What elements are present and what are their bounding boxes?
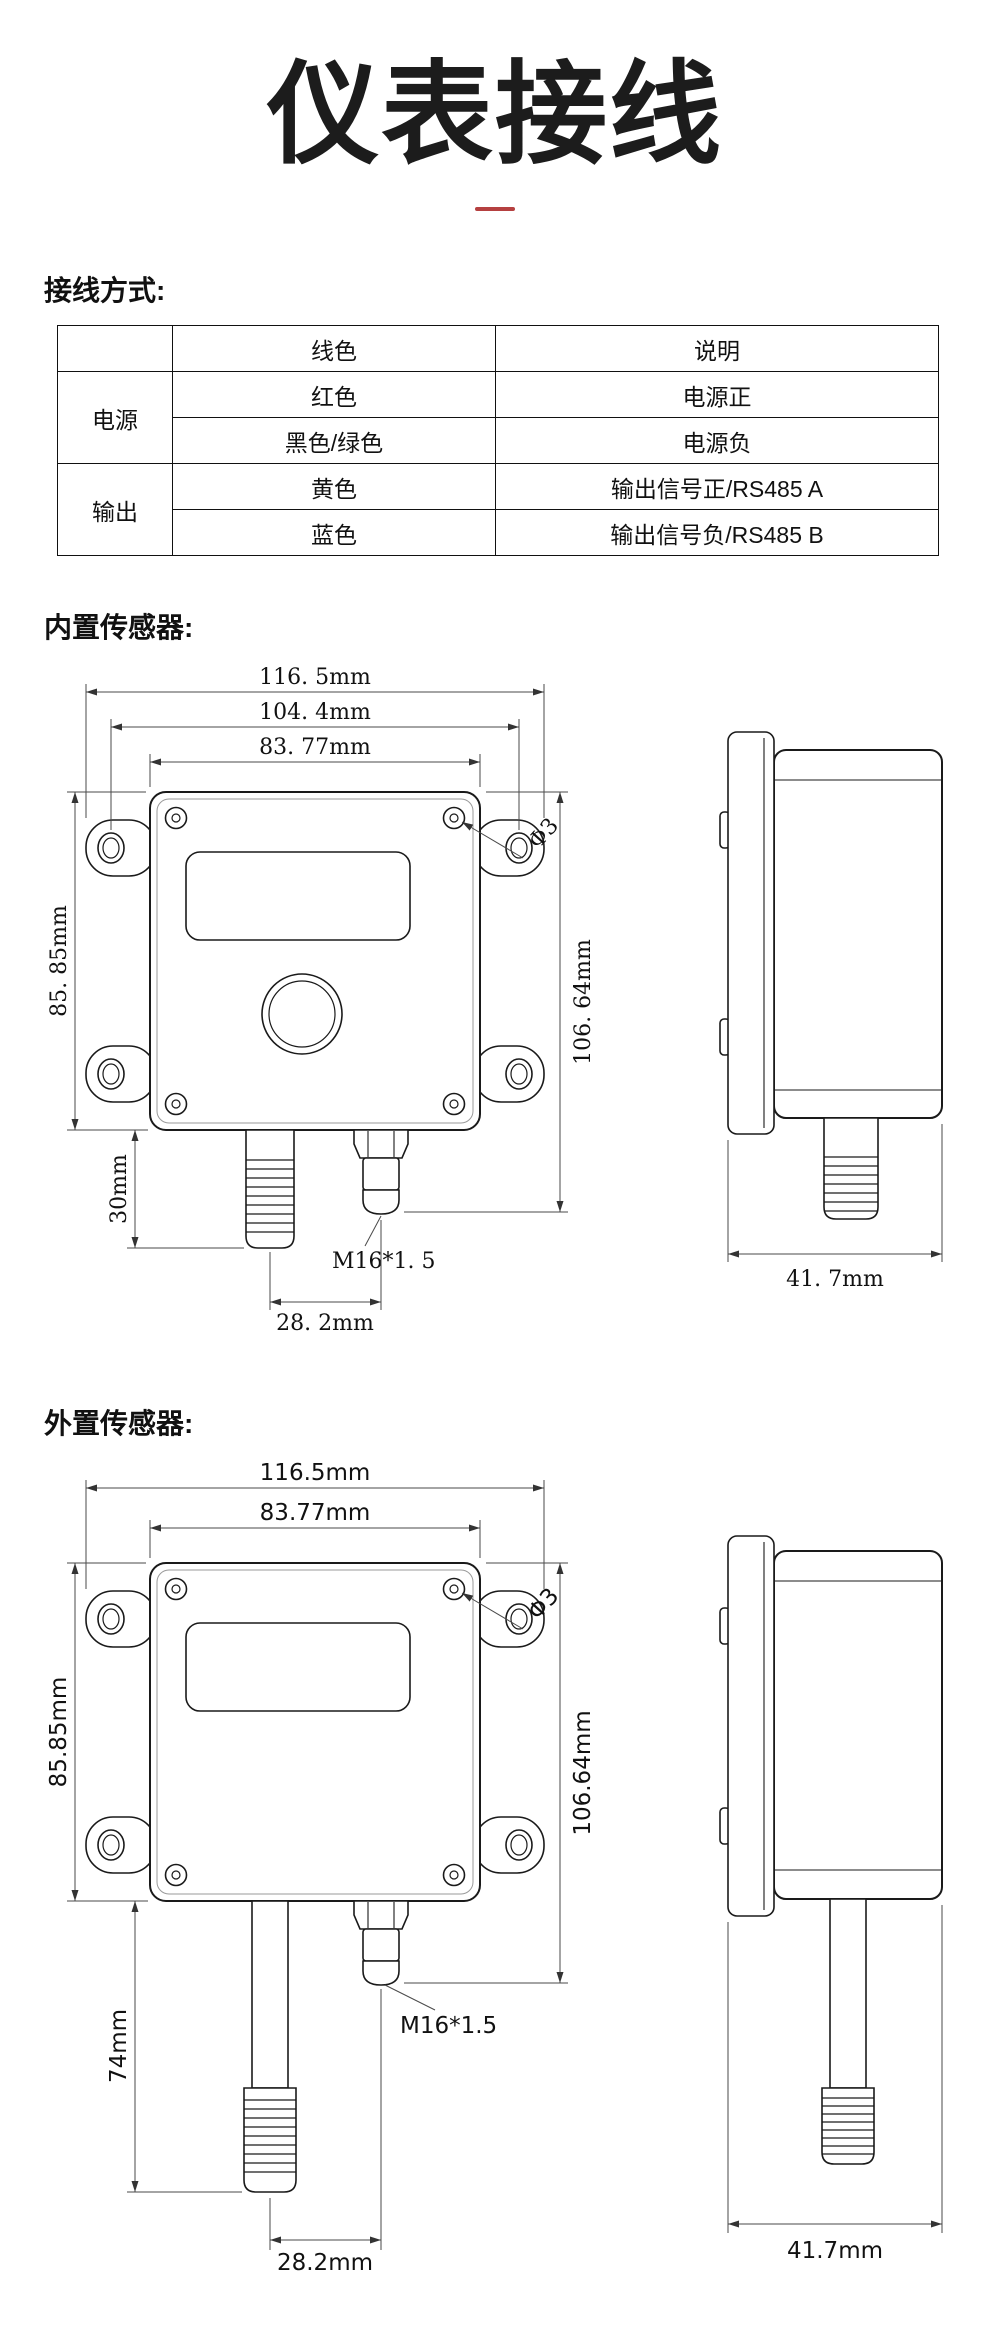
dim-label-width-body: 83.77mm	[260, 1500, 371, 1526]
dim-label-probe-offset: 28.2mm	[277, 2250, 373, 2276]
callout-gland: M16*1. 5	[332, 1216, 436, 1274]
table-row: 电源 红色 电源正	[57, 371, 939, 465]
dim-width-holes: 104. 4mm	[110, 700, 520, 831]
dim-label-height-body: 85.85mm	[46, 1677, 72, 1788]
cable-gland	[353, 1129, 409, 1216]
dim-label-side-width: 41.7mm	[787, 2238, 883, 2264]
dim-height-total: 106. 64mm	[404, 791, 596, 1213]
dim-label-height-total: 106. 64mm	[571, 939, 596, 1065]
wire-color-cell: 黄色	[172, 463, 496, 511]
builtin-sensor-label: 内置传感器:	[44, 612, 194, 644]
dim-label-width-holes: 104. 4mm	[259, 700, 371, 725]
sensor-probe	[245, 1129, 295, 1250]
dim-label-height-body: 85. 85mm	[47, 905, 72, 1017]
group-output-cell: 输出	[57, 463, 173, 557]
dim-width-body: 83. 77mm	[149, 735, 481, 788]
external-sensor-label: 外置传感器:	[44, 1408, 194, 1440]
group-power-cell: 电源	[57, 371, 173, 465]
external-side-view: 41.7mm	[719, 1535, 943, 2264]
dim-probe-length: 74mm	[106, 1900, 242, 2193]
title-underline	[475, 207, 515, 212]
dim-label-side-width: 41. 7mm	[786, 1267, 884, 1292]
page-title: 仪表接线	[267, 52, 723, 177]
dim-label-probe-length: 30mm	[107, 1154, 132, 1224]
external-front-view: 116.5mm 83.77mm 85.85mm 106.64mm	[46, 1460, 596, 2276]
external-sensor-drawing: 116.5mm 83.77mm 85.85mm 106.64mm	[46, 1460, 943, 2276]
cable-gland	[353, 1900, 409, 1987]
wire-desc-cell: 输出信号正/RS485 A	[495, 463, 939, 511]
dim-label-probe-length: 74mm	[106, 2009, 132, 2083]
dim-height-body: 85. 85mm	[47, 791, 146, 1131]
table-header-desc: 说明	[495, 325, 939, 373]
dim-label-width-outer: 116.5mm	[260, 1460, 371, 1486]
builtin-sensor-drawing: 116. 5mm 104. 4mm 83. 77mm 85. 8	[47, 665, 943, 1336]
table-row: 黑色/绿色 电源负	[58, 417, 939, 465]
wire-desc-cell: 电源正	[495, 371, 939, 419]
side-probe	[823, 1117, 879, 1221]
callout-gland: M16*1.5	[384, 1984, 497, 2039]
dim-probe-offset: 28. 2mm	[269, 1220, 382, 1336]
wiring-method-label: 接线方式:	[44, 275, 166, 307]
table-header-row: 线色 说明	[57, 325, 939, 373]
wire-color-cell: 黑色/绿色	[172, 417, 496, 465]
side-probe	[821, 1898, 875, 2166]
dim-height-total: 106.64mm	[404, 1562, 596, 1984]
dim-label-height-total: 106.64mm	[570, 1711, 596, 1836]
dim-label-width-outer: 116. 5mm	[259, 665, 371, 690]
wiring-table: 线色 说明 电源 红色 电源正 黑色/绿色 电源负 输出 黄色 输出信号正/RS…	[57, 325, 939, 557]
display-window	[185, 851, 411, 942]
dim-width-outer: 116.5mm	[85, 1460, 545, 1590]
enclosure-body	[149, 791, 481, 1132]
wire-desc-cell: 输出信号负/RS485 B	[495, 509, 939, 557]
dim-label-width-body: 83. 77mm	[259, 735, 371, 760]
dim-side-width: 41.7mm	[727, 1905, 943, 2264]
wire-color-cell: 蓝色	[172, 509, 496, 557]
sensor-opening	[261, 973, 343, 1056]
side-body	[719, 731, 943, 1136]
display-window	[185, 1622, 411, 1713]
enclosure-body	[149, 1562, 481, 1903]
dim-height-body: 85.85mm	[46, 1562, 146, 1902]
dim-width-body: 83.77mm	[149, 1500, 481, 1559]
dim-probe-offset: 28.2mm	[269, 1989, 382, 2276]
dim-probe-length: 30mm	[107, 1129, 244, 1249]
dim-width-outer: 116. 5mm	[85, 665, 545, 819]
wire-color-cell: 红色	[172, 371, 496, 419]
dim-label-gland: M16*1.5	[400, 2013, 497, 2039]
wire-desc-cell: 电源负	[495, 417, 939, 465]
dim-label-probe-offset: 28. 2mm	[276, 1311, 374, 1336]
table-row: 输出 黄色 输出信号正/RS485 A	[57, 463, 939, 557]
mounting-ears	[85, 1590, 545, 1875]
builtin-front-view: 116. 5mm 104. 4mm 83. 77mm 85. 8	[47, 665, 596, 1336]
builtin-side-view: 41. 7mm	[719, 731, 943, 1292]
table-header-empty	[57, 325, 173, 373]
side-body	[719, 1535, 943, 1918]
external-probe	[243, 1900, 297, 2194]
corner-screws	[164, 807, 466, 1116]
dim-label-gland: M16*1. 5	[332, 1249, 436, 1274]
corner-screws	[164, 1578, 466, 1887]
table-row: 蓝色 输出信号负/RS485 B	[58, 509, 939, 557]
dim-side-width: 41. 7mm	[727, 1124, 943, 1292]
table-header-color: 线色	[172, 325, 496, 373]
